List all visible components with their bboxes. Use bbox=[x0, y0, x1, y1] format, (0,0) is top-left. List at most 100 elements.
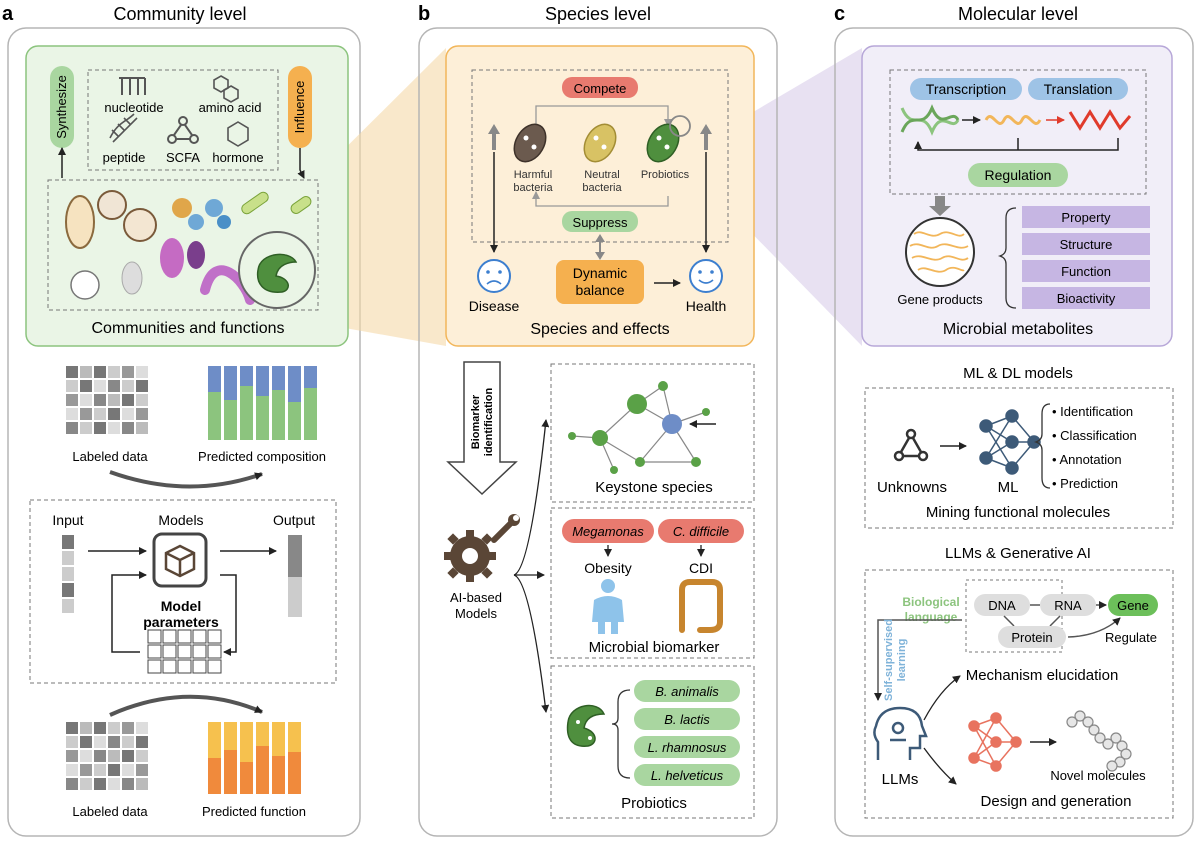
labeled-data-grid-2 bbox=[66, 722, 148, 790]
probiotic-bacteria-icon bbox=[646, 115, 691, 163]
ml-dl-title: ML & DL models bbox=[963, 365, 1073, 382]
panel-b-letter: b bbox=[418, 3, 430, 25]
translation-label: Translation bbox=[1044, 81, 1113, 97]
mechanism-caption: Mechanism elucidation bbox=[966, 667, 1119, 684]
protein-icon bbox=[1068, 109, 1132, 131]
species-box bbox=[445, 45, 755, 347]
health-label: Health bbox=[686, 298, 726, 314]
property-bracket bbox=[997, 207, 1017, 309]
predicted-function-bars bbox=[208, 722, 301, 794]
models-label: Models bbox=[158, 512, 203, 528]
probiotic-pill-2 bbox=[634, 708, 740, 730]
harmful-bacteria-icon bbox=[513, 123, 547, 163]
property-label-1: Property bbox=[1061, 210, 1111, 225]
sad-face-icon bbox=[477, 259, 511, 293]
peptide-label: peptide bbox=[103, 150, 146, 165]
bio-line-1: Biological bbox=[902, 595, 959, 609]
keystone-caption: Keystone species bbox=[595, 479, 713, 496]
rna-protein-link bbox=[1049, 615, 1061, 627]
ai-line-2: Models bbox=[455, 606, 497, 621]
curve-arrow-2 bbox=[109, 694, 263, 717]
zoom-wedge-b-c bbox=[680, 48, 862, 346]
central-dogma-box bbox=[889, 69, 1147, 195]
translation-pill bbox=[1028, 78, 1128, 100]
harmful-line-2: bacteria bbox=[513, 182, 553, 194]
panel-c-frame bbox=[834, 27, 1194, 837]
neutral-line-2: bacteria bbox=[582, 182, 622, 194]
transcription-pill bbox=[910, 78, 1022, 100]
synthesize-label: Synthesize bbox=[54, 75, 69, 139]
biomarker-line-2: identification bbox=[483, 388, 495, 457]
ml-box bbox=[864, 387, 1174, 529]
probiotic-pill-3 bbox=[634, 736, 740, 758]
cdiff-label: C. difficile bbox=[673, 524, 729, 539]
probiotic-icon bbox=[566, 704, 606, 747]
synthesize-pill bbox=[50, 66, 74, 148]
colon-icon bbox=[679, 579, 723, 633]
scfa-icon bbox=[167, 116, 199, 144]
protein-gene-arrow bbox=[1067, 617, 1121, 638]
gear-wrench-icon bbox=[444, 514, 520, 582]
probiotic-species-2: B. lactis bbox=[664, 712, 710, 727]
property-label-4: Bioactivity bbox=[1057, 291, 1116, 306]
suppress-line bbox=[532, 191, 669, 207]
task-4: • Prediction bbox=[1052, 476, 1118, 491]
probiotic-species-1: B. animalis bbox=[655, 684, 719, 699]
compete-label: Compete bbox=[574, 81, 627, 96]
communities-caption: Communities and functions bbox=[92, 320, 285, 337]
protein-label: Protein bbox=[1011, 630, 1052, 645]
self-supervised-label: Self-supervisedlearning bbox=[883, 619, 908, 701]
ml-network-icon bbox=[979, 409, 1041, 475]
probiotic-species-4: L. helveticus bbox=[651, 768, 724, 783]
probiotics-caption: Probiotics bbox=[621, 795, 687, 812]
peptide-icon bbox=[109, 113, 138, 143]
input-label: Input bbox=[52, 512, 83, 528]
influence-pill bbox=[288, 66, 312, 148]
predicted-composition-label: Predicted composition bbox=[198, 449, 326, 464]
cdiff-pill bbox=[658, 519, 744, 543]
llm-title: LLMs & Generative AI bbox=[945, 545, 1091, 562]
fan-arrow-bottom bbox=[513, 574, 550, 713]
panel-b-frame bbox=[418, 27, 778, 837]
property-label-3: Function bbox=[1061, 264, 1111, 279]
predicted-composition-bars bbox=[208, 366, 317, 440]
property-box-2 bbox=[1022, 233, 1150, 255]
microbe-box bbox=[47, 179, 319, 311]
regulation-pill bbox=[968, 163, 1068, 187]
unknowns-icon bbox=[893, 428, 929, 462]
molecule-box bbox=[87, 69, 279, 171]
feedback-arrow-right bbox=[220, 574, 237, 656]
model-parameters-line-1: Model bbox=[161, 598, 201, 614]
harmful-line-1: Harmful bbox=[514, 169, 553, 181]
task-1: • Identification bbox=[1052, 404, 1133, 419]
labeled-data-label-1: Labeled data bbox=[72, 449, 148, 464]
feedback-arrow-left bbox=[111, 571, 147, 653]
gene-products-icon bbox=[905, 217, 975, 287]
novel-molecules-label: Novel molecules bbox=[1050, 768, 1146, 783]
obesity-label: Obesity bbox=[584, 560, 631, 576]
probiotic-pill-1 bbox=[634, 680, 740, 702]
protein-pill bbox=[998, 626, 1066, 648]
biomarker-line-1: Biomarker bbox=[470, 394, 482, 449]
mining-caption: Mining functional molecules bbox=[926, 504, 1110, 521]
self-sup-line-2: learning bbox=[896, 639, 908, 682]
down-grey-arrow bbox=[929, 196, 951, 216]
megamonas-pill bbox=[562, 519, 654, 543]
property-box-3 bbox=[1022, 260, 1150, 282]
llm-box bbox=[864, 569, 1174, 819]
up-arrowhead-left bbox=[488, 124, 500, 134]
biomarker-label: Biomarkeridentification bbox=[470, 388, 495, 457]
ai-line-1: AI-based bbox=[450, 590, 502, 605]
cdi-label: CDI bbox=[689, 560, 713, 576]
microbe-illustrations bbox=[65, 190, 316, 309]
dna-protein-link bbox=[1003, 615, 1015, 627]
hormone-icon bbox=[227, 121, 249, 147]
bio-line-2: language bbox=[905, 610, 958, 624]
amino-acid-icon bbox=[213, 75, 239, 103]
property-box-4 bbox=[1022, 287, 1150, 309]
balance-arrowhead-down bbox=[595, 252, 605, 260]
